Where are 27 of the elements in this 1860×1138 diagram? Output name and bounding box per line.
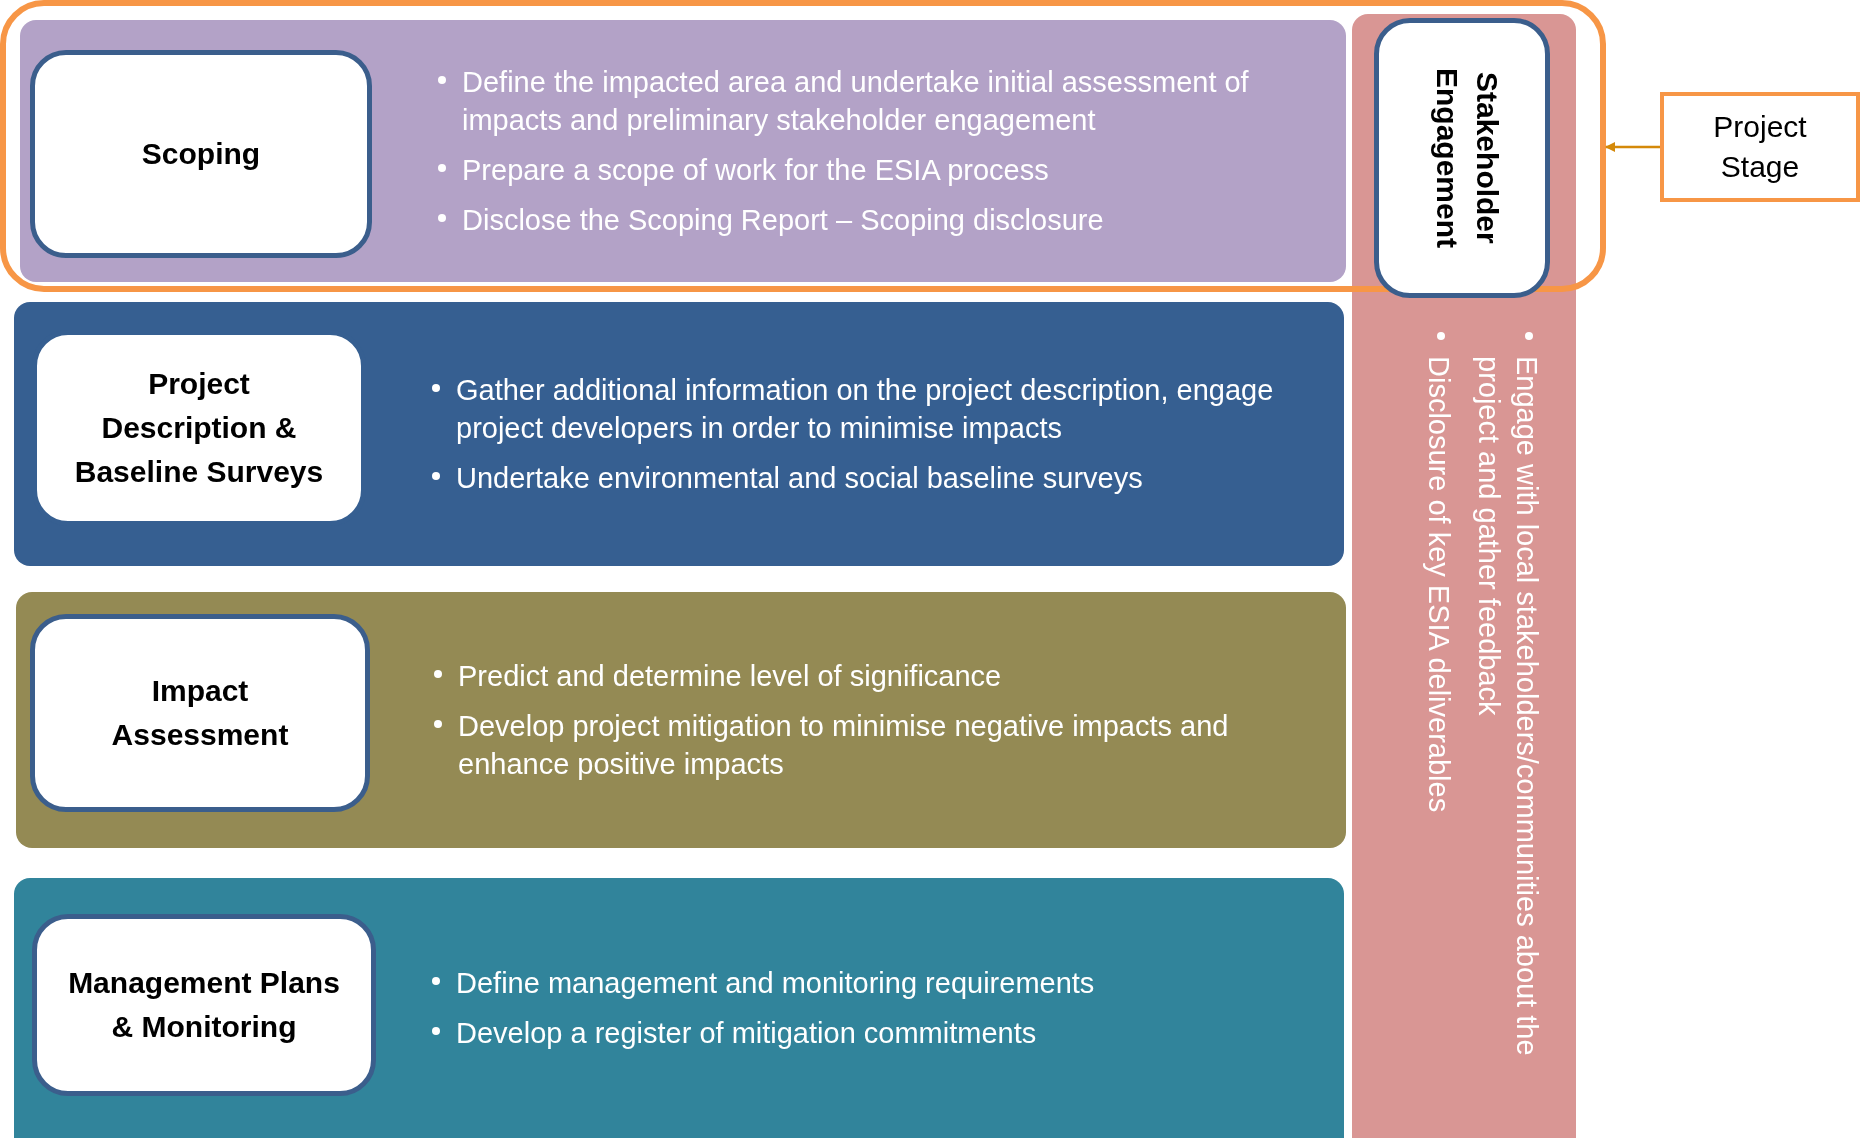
bullet-text: Disclose the Scoping Report – Scoping disclosure — [462, 203, 1104, 238]
stage-title: Management Plans & Monitoring — [67, 965, 341, 1045]
engagement-box — [1374, 18, 1550, 298]
stage-title: Project Description & Baseline Surveys — [73, 366, 325, 490]
bullet-text: Develop a register of mitigation commitments — [456, 1016, 1037, 1051]
bullet-text: Predict and determine level of significance — [458, 659, 1002, 694]
bullet-text: Disclosure of key ESIA deliverables — [1422, 356, 1456, 813]
stage-tag-text: Project Stage — [1712, 109, 1808, 185]
stage-tag-box — [1660, 92, 1860, 202]
bullet-text: Define the impacted area and undertake initial assessment of impacts and preliminary stakeholder engagement — [462, 65, 1250, 138]
engagement-title: Stakeholder Engagement — [1430, 67, 1505, 250]
stage-band — [20, 20, 1346, 282]
stage-title: Impact Assessment — [110, 673, 290, 753]
stage-box — [30, 50, 372, 258]
stage-band — [16, 592, 1346, 848]
stage-band — [14, 878, 1344, 1138]
stage-box — [32, 914, 376, 1096]
stage-title: Scoping — [140, 136, 262, 172]
bullet-text: Engage with local stakeholders/communities about the project and gather feedback — [1472, 356, 1544, 1058]
stage-box — [30, 614, 370, 812]
stage-band — [14, 302, 1344, 566]
arrow — [1605, 142, 1660, 152]
bullet-text: Define management and monitoring requirements — [456, 966, 1095, 1001]
bullet-text: Develop project mitigation to minimise negative impacts and enhance positive impacts — [458, 709, 1230, 782]
bullet-text: Undertake environmental and social baseline surveys — [456, 461, 1143, 496]
bullet-text: Prepare a scope of work for the ESIA process — [462, 153, 1049, 188]
bullet-text: Gather additional information on the project description, engage project developers in order to minimise impacts — [456, 373, 1275, 446]
